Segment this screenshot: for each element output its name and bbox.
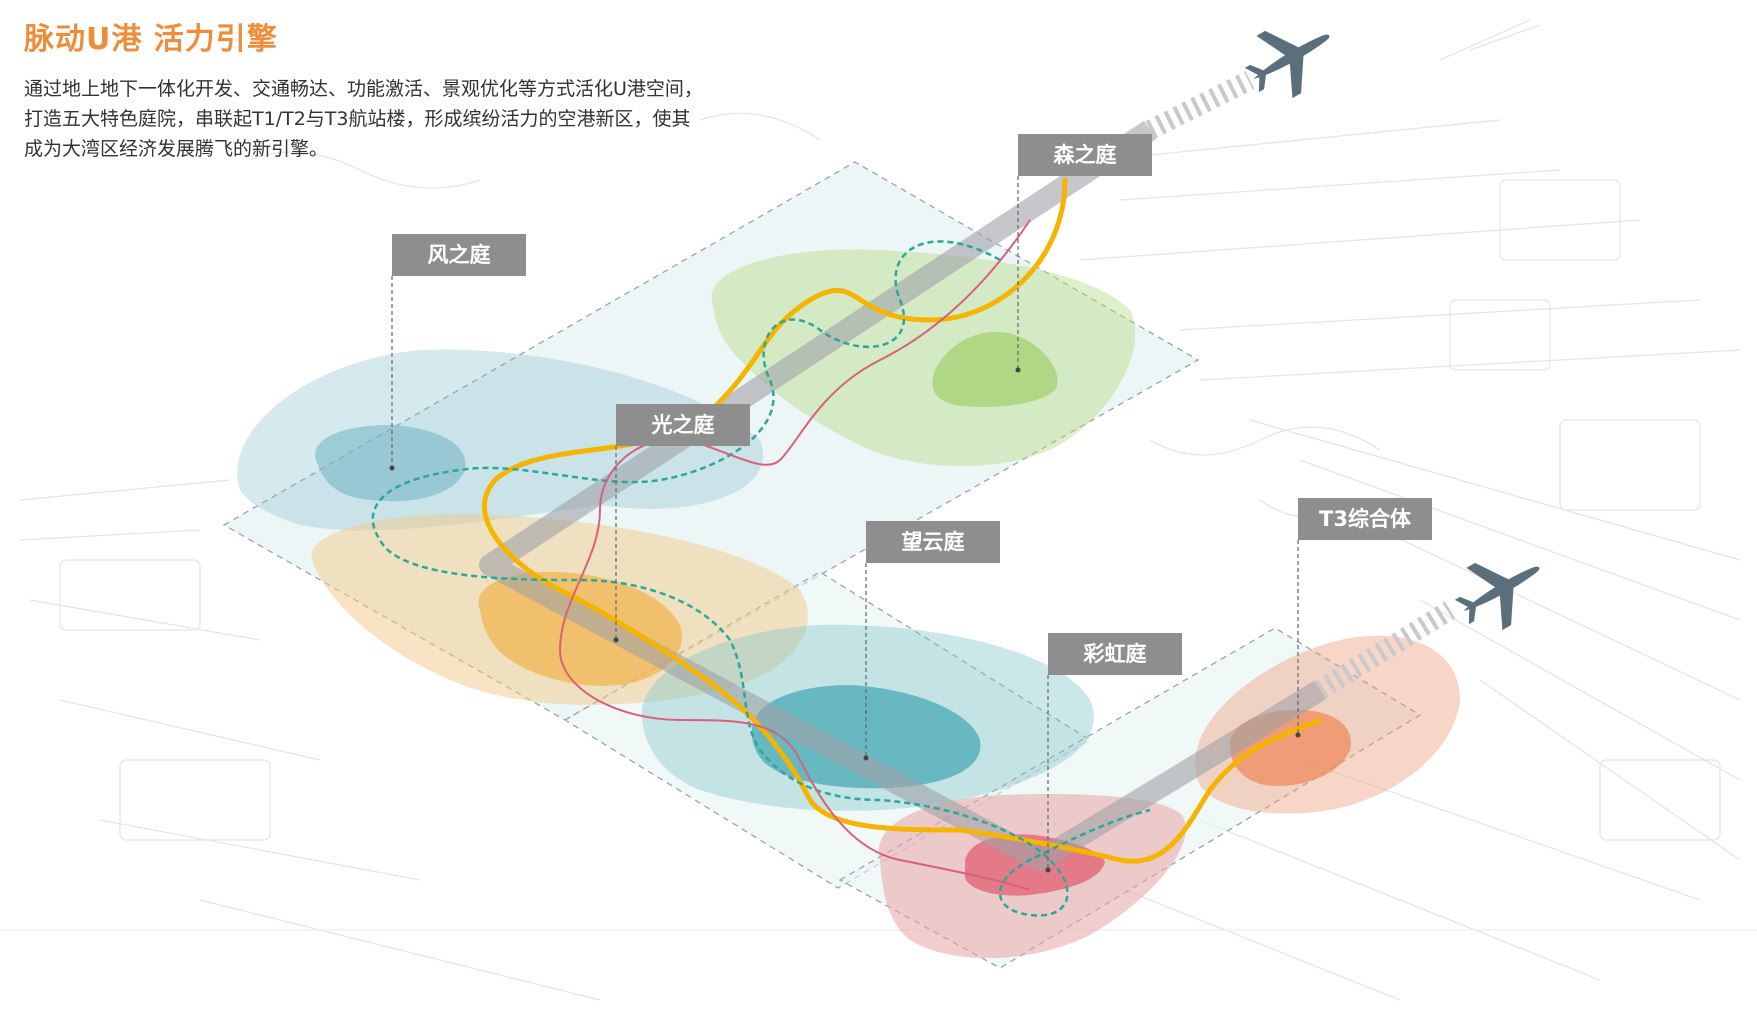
airplane-icon (1454, 562, 1540, 631)
description-line: 通过地上地下一体化开发、交通畅达、功能激活、景观优化等方式活化U港空间， (24, 78, 703, 100)
courtyard-caihong (878, 794, 1186, 959)
description-line: 打造五大特色庭院，串联起T1/T2与T3航站楼，形成缤纷活力的空港新区，使其 (24, 108, 691, 130)
description-line: 成为大湾区经济发展腾飞的新引擎。 (24, 138, 329, 160)
label-guang: 光之庭 (616, 404, 750, 446)
airplane-icon (1244, 30, 1330, 99)
label-wangyun: 望云庭 (866, 521, 1000, 563)
leader-dots (389, 367, 1301, 873)
courtyard-wangyun (641, 624, 1094, 811)
courtyard-t3 (1195, 635, 1460, 814)
path-teal (371, 240, 1151, 917)
spine-axis (479, 71, 1456, 871)
label-sen: 森之庭 (1018, 134, 1152, 176)
label-feng: 风之庭 (392, 234, 526, 276)
label-caihong: 彩虹庭 (1048, 633, 1182, 675)
flow-paths (371, 177, 1323, 917)
page-title: 脉动U港 活力引擎 (24, 22, 278, 57)
courtyard-feng (237, 349, 764, 531)
path-red (558, 219, 1031, 891)
page-description: 通过地上地下一体化开发、交通畅达、功能激活、景观优化等方式活化U港空间， 打造五… (24, 74, 764, 164)
path-yellow (481, 177, 1323, 864)
label-t3: T3综合体 (1298, 498, 1432, 540)
leader-lines (391, 176, 1299, 870)
